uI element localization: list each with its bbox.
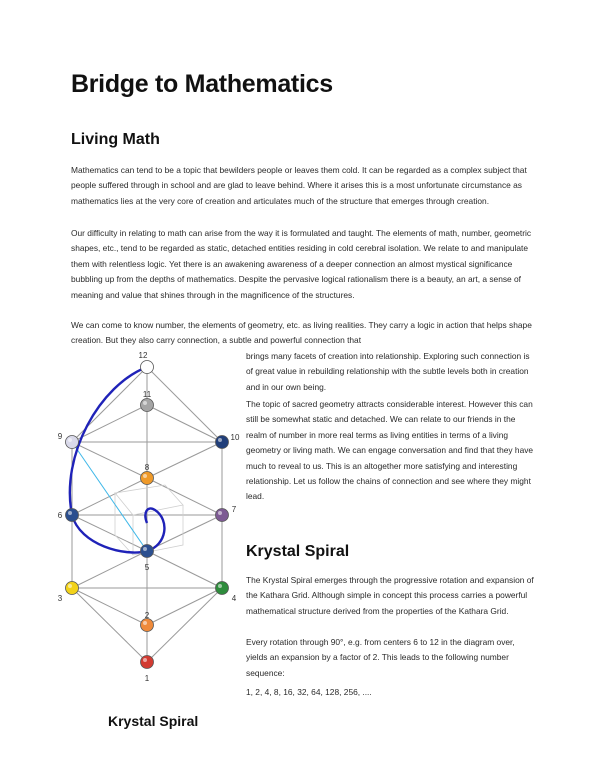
- paragraph-living-math-4: The topic of sacred geometry attracts co…: [246, 399, 534, 502]
- paragraph-living-math-2: Our difficulty in relating to math can a…: [71, 228, 532, 300]
- node-label: 10: [231, 433, 240, 442]
- grid-node-3: 3: [58, 581, 79, 603]
- node-circle: [215, 435, 229, 449]
- node-highlight: [143, 621, 147, 625]
- grid-edge-4-1: [146, 587, 223, 663]
- node-circle: [215, 581, 229, 595]
- node-circle: [140, 398, 154, 412]
- grid-edge-7-8: [146, 477, 223, 516]
- grid-edge-3-2: [71, 587, 148, 626]
- node-highlight: [143, 547, 147, 551]
- grid-node-2: 2: [140, 611, 154, 632]
- paragraph-living-math-3-cont: brings many facets of creation into rela…: [246, 351, 530, 392]
- grid-node-12: 12: [139, 351, 154, 374]
- node-highlight: [68, 438, 72, 442]
- grid-edge-5-3: [71, 550, 148, 589]
- node-circle: [215, 508, 229, 522]
- node-highlight: [218, 584, 222, 588]
- node-label: 3: [58, 594, 63, 603]
- grid-node-11: 11: [140, 390, 154, 412]
- grid-node-5: 5: [140, 544, 154, 572]
- paragraph-krystal-1: The Krystal Spiral emerges through the p…: [246, 575, 534, 616]
- grid-node-6: 6: [58, 508, 79, 522]
- node-label: 4: [232, 594, 237, 603]
- grid-edge-10-8: [146, 441, 223, 479]
- node-circle: [65, 508, 79, 522]
- grid-edge-11-9: [71, 404, 148, 443]
- grid-edge-12-10: [146, 366, 223, 443]
- node-label: 8: [145, 463, 150, 472]
- node-highlight: [68, 584, 72, 588]
- node-label: 1: [145, 674, 150, 683]
- node-highlight: [218, 511, 222, 515]
- inner-cube-outline: [114, 484, 184, 556]
- node-highlight: [143, 474, 147, 478]
- diagram-caption: Krystal Spiral: [108, 713, 199, 729]
- grid-node-7: 7: [215, 505, 237, 522]
- grid-node-8: 8: [140, 463, 154, 485]
- page-title: Bridge to Mathematics: [71, 70, 333, 98]
- node-circle: [140, 360, 154, 374]
- node-circle: [65, 581, 79, 595]
- node-label: 7: [232, 505, 237, 514]
- node-highlight: [218, 438, 222, 442]
- node-label: 9: [58, 432, 63, 441]
- grid-edge-4-2: [146, 587, 223, 626]
- paragraph-living-math-1: Mathematics can tend to be a topic that …: [71, 165, 527, 206]
- node-label: 6: [58, 511, 63, 520]
- grid-edge-12-9: [71, 366, 148, 443]
- section-heading-living-math: Living Math: [71, 131, 160, 148]
- node-highlight: [68, 511, 72, 515]
- grid-node-9: 9: [58, 432, 79, 449]
- paragraph-krystal-2: Every rotation through 90°, e.g. from ce…: [246, 637, 515, 678]
- grid-edge-7-5: [146, 514, 223, 552]
- node-highlight: [143, 363, 147, 367]
- node-label: 5: [145, 563, 150, 572]
- grid-edge-11-10: [146, 404, 223, 443]
- grid-edge-3-1: [71, 587, 148, 663]
- grid-edge-6-5: [71, 514, 148, 552]
- node-highlight: [143, 658, 147, 662]
- node-label: 2: [145, 611, 150, 620]
- node-circle: [65, 435, 79, 449]
- sequence-text: 1, 2, 4, 8, 16, 32, 64, 128, 256, ....: [246, 687, 372, 697]
- inner-cube-lines: [114, 484, 184, 556]
- grid-edge-5-4: [146, 550, 223, 589]
- grid-lines: [71, 366, 223, 663]
- paragraph-living-math-3: We can come to know number, the elements…: [71, 320, 532, 346]
- grid-edge-9-8: [71, 441, 148, 479]
- node-circle: [140, 471, 154, 485]
- krystal-spiral-curve: [68, 365, 166, 554]
- node-label: 12: [139, 351, 148, 360]
- grid-node-1: 1: [140, 655, 154, 683]
- spiral-ray: [71, 441, 148, 552]
- node-circle: [140, 544, 154, 558]
- node-highlight: [143, 401, 147, 405]
- node-circle: [140, 618, 154, 632]
- section-heading-krystal-spiral: Krystal Spiral: [246, 543, 350, 560]
- grid-node-4: 4: [215, 581, 237, 603]
- grid-node-10: 10: [215, 433, 240, 449]
- node-label: 11: [143, 390, 152, 399]
- node-circle: [140, 655, 154, 669]
